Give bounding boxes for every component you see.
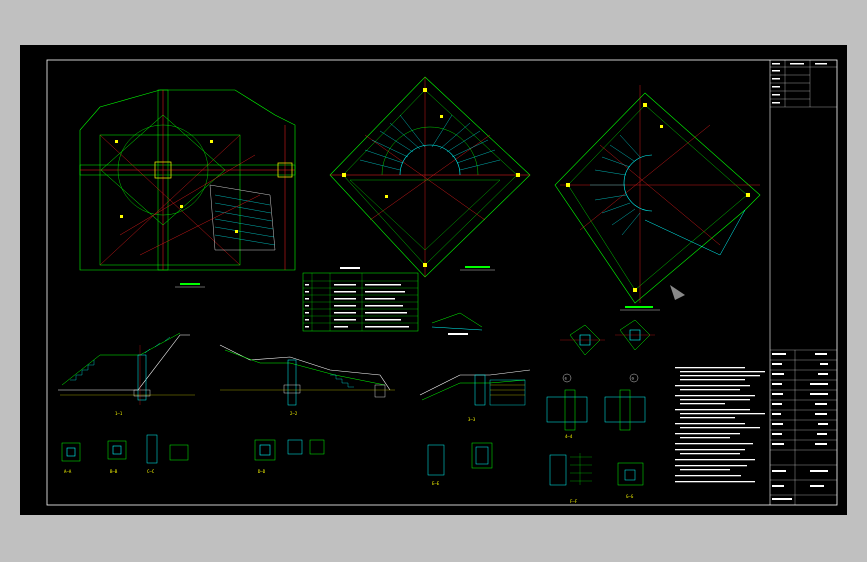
section-3-3: 3—3	[419, 369, 531, 422]
section-1-1-mark: 1—1	[115, 411, 123, 416]
section-G-mark: G—G	[626, 494, 634, 499]
section-E-mark: E—E	[432, 481, 440, 486]
section-2-2: 2—2	[219, 344, 395, 416]
section-F-mark: F—F	[570, 499, 578, 504]
section-D-mark: D—D	[258, 469, 266, 474]
node-detail-2: ②	[615, 319, 655, 383]
drawing-sheet: 1—1 2—2 3—3 ①	[20, 45, 847, 515]
detail-stair-sketch	[431, 312, 483, 335]
general-notes	[675, 367, 765, 483]
detail-1-mark: ①	[565, 377, 568, 381]
detail-2-mark: ②	[632, 377, 635, 381]
sheet-border	[46, 59, 838, 506]
section-3-3-mark: 3—3	[468, 417, 476, 422]
plan-view-2	[329, 76, 531, 278]
plan-view-1	[79, 89, 296, 288]
title-block-grid	[770, 60, 837, 505]
cad-drawing: 1—1 2—2 3—3 ①	[46, 59, 838, 506]
section-1-1: 1—1	[58, 332, 195, 416]
section-A-mark: A—A	[64, 469, 72, 474]
plan-view-3	[554, 85, 761, 311]
detail-grid-right: 4—4 F—F G—G	[546, 389, 646, 504]
section-B-mark: B—B	[110, 469, 118, 474]
section-C-mark: C—C	[147, 469, 155, 474]
node-detail-1: ①	[560, 324, 605, 383]
small-details-row: A—A B—B C—C D—D E—E	[61, 434, 493, 486]
member-schedule-table	[302, 267, 419, 332]
section-4-4-mark: 4—4	[565, 434, 573, 439]
section-2-2-mark: 2—2	[290, 411, 298, 416]
title-block-text-marks	[772, 63, 828, 500]
